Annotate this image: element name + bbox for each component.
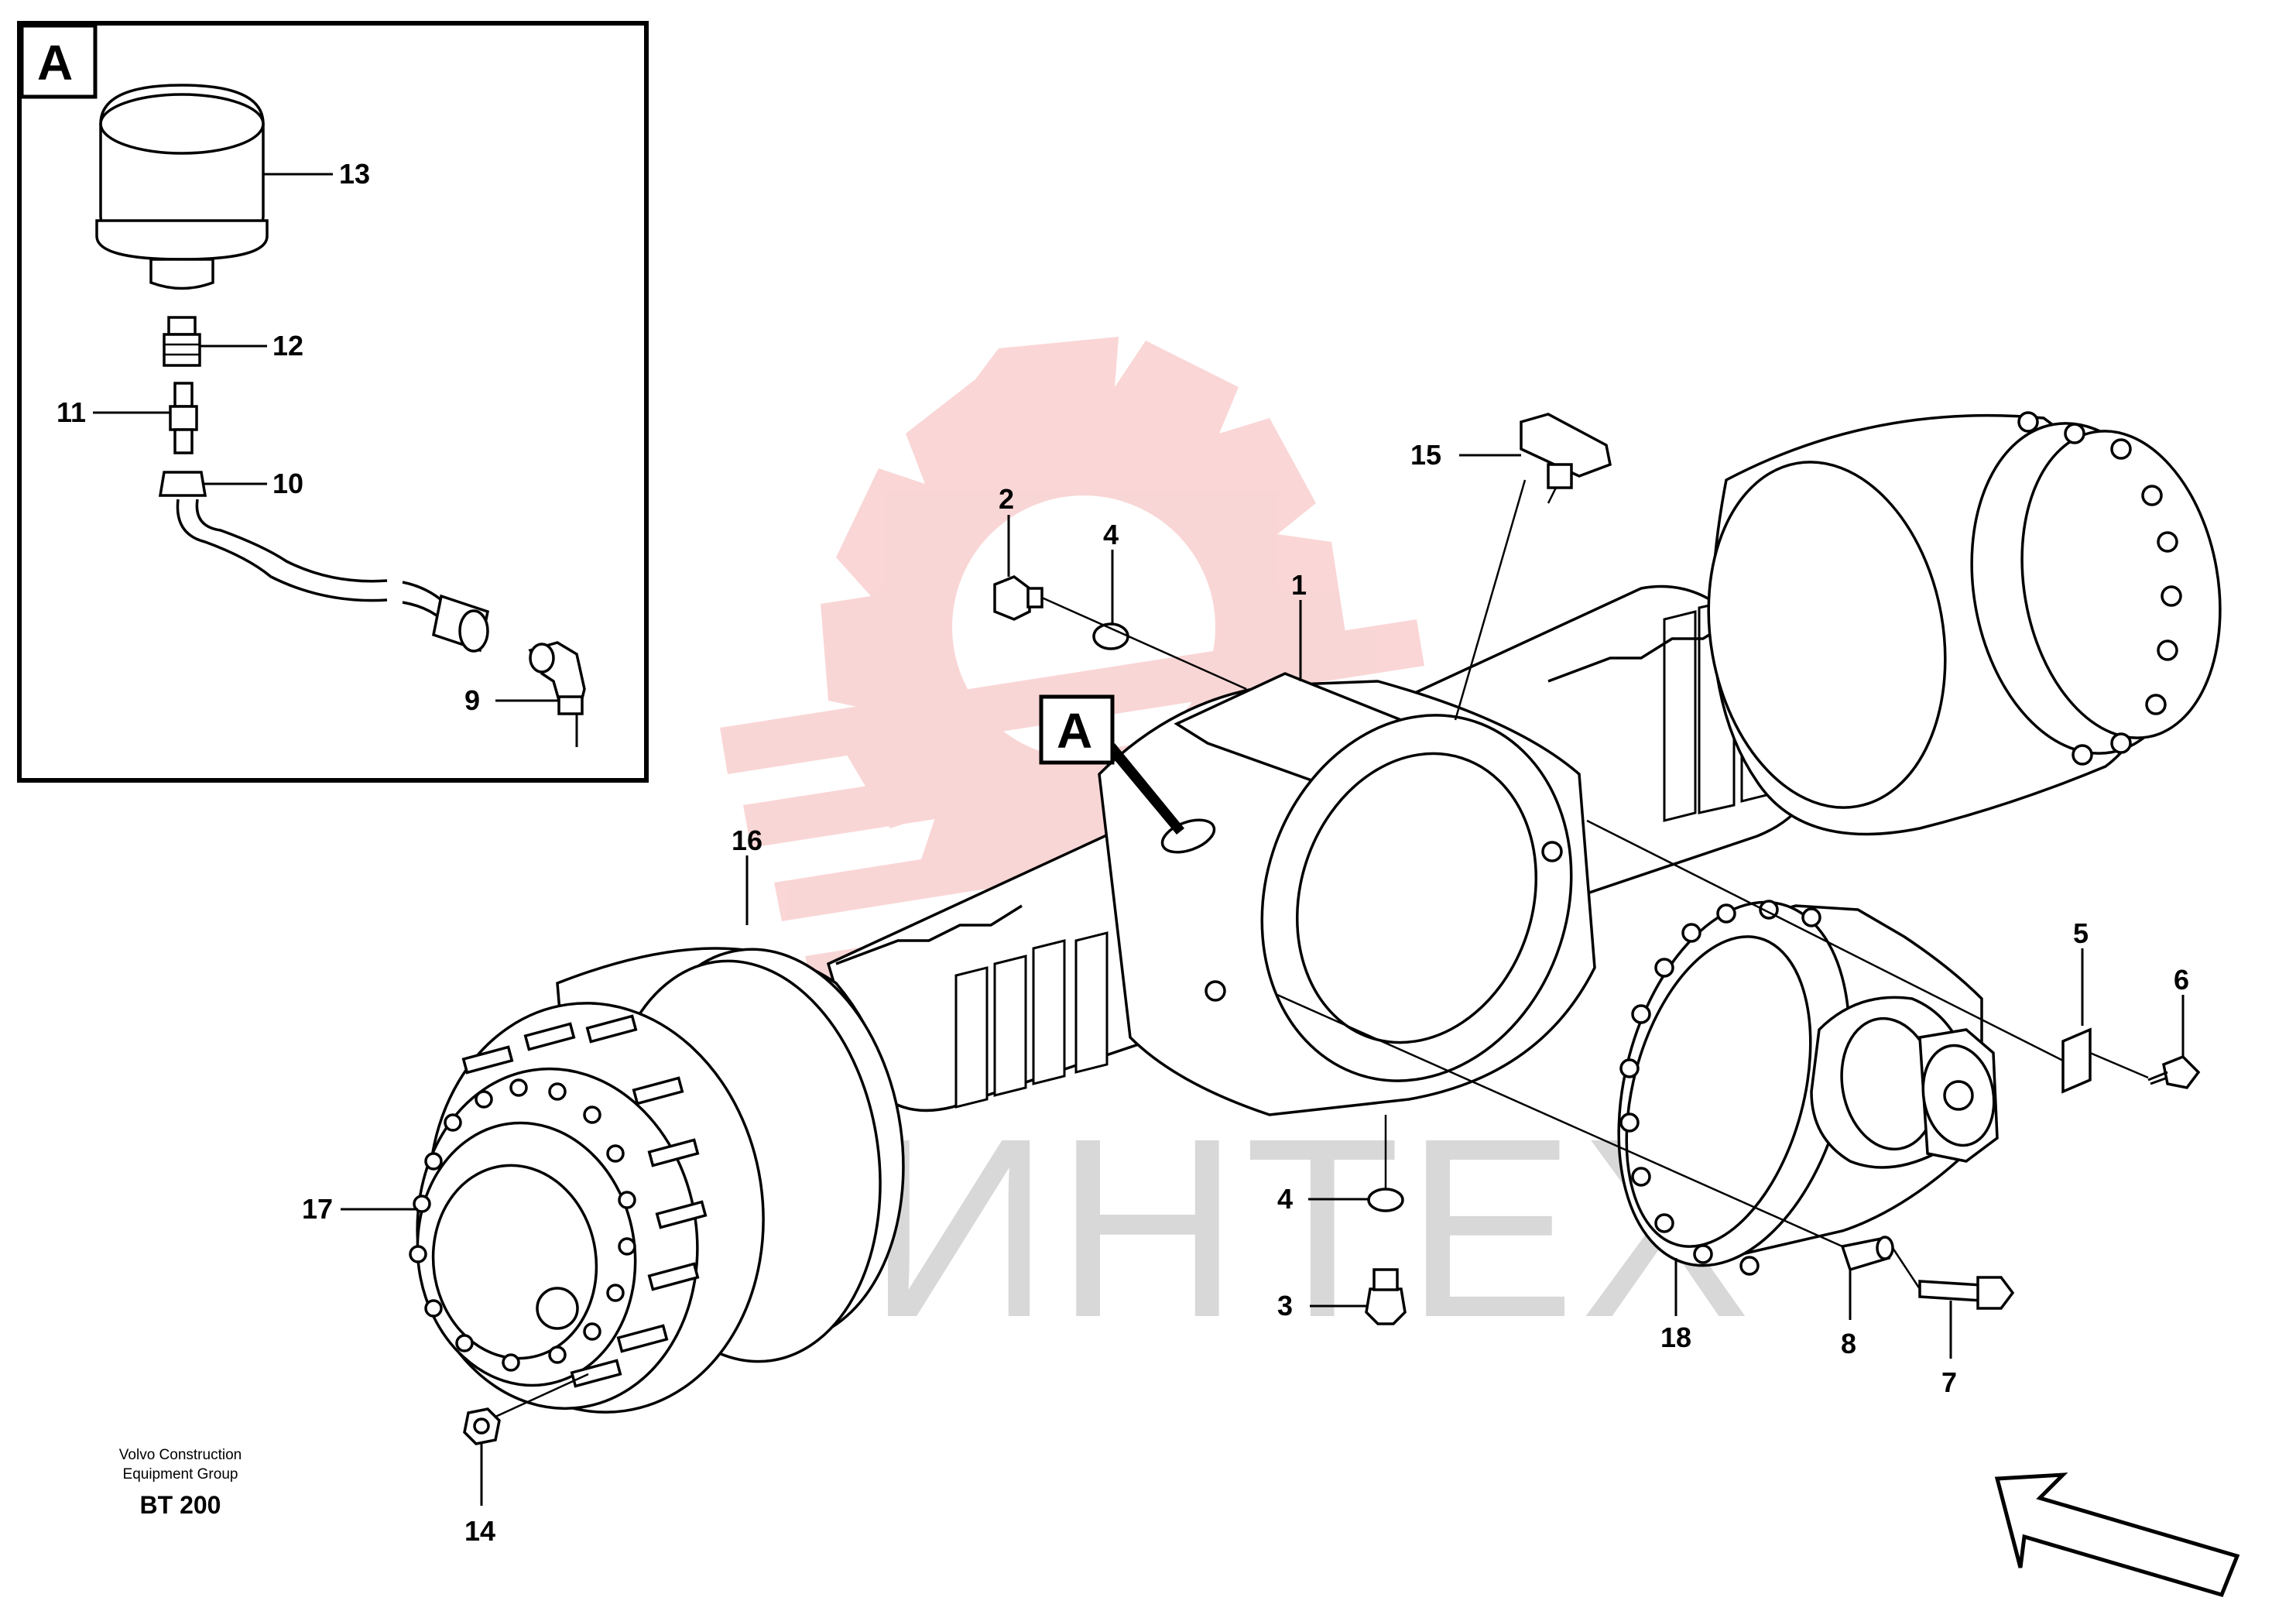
callout-11: 11 xyxy=(57,396,86,428)
wheel-nut-part xyxy=(463,1407,501,1445)
callout-13: 13 xyxy=(339,158,370,190)
bolt-part xyxy=(1918,1276,2015,1310)
drain-plug-part xyxy=(1365,1268,1407,1325)
detail-a-label: A xyxy=(37,35,73,91)
hose-part xyxy=(158,471,490,653)
wheel-studs xyxy=(461,1014,708,1388)
footer-line-1: Volvo Construction xyxy=(119,1447,242,1463)
sleeve-part xyxy=(1840,1236,1894,1272)
axle-housing-part xyxy=(826,584,1817,1116)
callout-5: 5 xyxy=(2073,917,2089,949)
callout-2: 2 xyxy=(999,483,1014,515)
footer-line-2: Equipment Group xyxy=(123,1466,238,1483)
plug-part xyxy=(993,575,1043,621)
callout-9: 9 xyxy=(464,684,480,716)
callout-4-top: 4 xyxy=(1103,519,1119,550)
differential-carrier-part xyxy=(1617,900,1999,1276)
fitting-part xyxy=(163,316,201,367)
callout-15: 15 xyxy=(1410,439,1441,471)
callout-14: 14 xyxy=(464,1515,495,1547)
footer-credit: Volvo Construction Equipment Group BT 20… xyxy=(119,1447,242,1519)
detail-a-marker-label: A xyxy=(1057,703,1092,759)
callout-18: 18 xyxy=(1660,1321,1691,1353)
direction-arrow-icon xyxy=(1994,1472,2240,1598)
left-wheel-hub-part xyxy=(409,947,905,1414)
detail-a-box: A xyxy=(17,21,649,783)
right-hub-studs xyxy=(2017,411,2182,766)
leader-lines xyxy=(341,454,2185,1506)
right-wheel-hub-part xyxy=(1707,411,2222,836)
screw-part xyxy=(2147,1054,2201,1089)
callout-10: 10 xyxy=(272,468,303,499)
footer-code: BT 200 xyxy=(140,1491,221,1519)
callout-3: 3 xyxy=(1277,1290,1293,1321)
watermark-text: ИНТЕХ xyxy=(867,1085,1755,1370)
callout-16: 16 xyxy=(732,824,762,856)
callout-12: 12 xyxy=(272,330,303,362)
shim-part xyxy=(2061,1027,2092,1094)
callout-8: 8 xyxy=(1841,1328,1856,1359)
elbow-part xyxy=(528,641,586,747)
nipple-part xyxy=(169,382,198,454)
detail-a-marker: A xyxy=(1039,694,1115,765)
callout-1: 1 xyxy=(1291,569,1307,601)
breather-valve-part xyxy=(1520,413,1612,504)
breather-filter-part xyxy=(95,84,269,290)
callout-4-bottom: 4 xyxy=(1277,1183,1293,1215)
callout-6: 6 xyxy=(2174,964,2189,996)
callout-7: 7 xyxy=(1941,1366,1957,1398)
callout-17: 17 xyxy=(302,1193,333,1225)
carrier-bolt-holes xyxy=(1619,900,1821,1276)
hub-bolt-holes xyxy=(409,1078,636,1372)
